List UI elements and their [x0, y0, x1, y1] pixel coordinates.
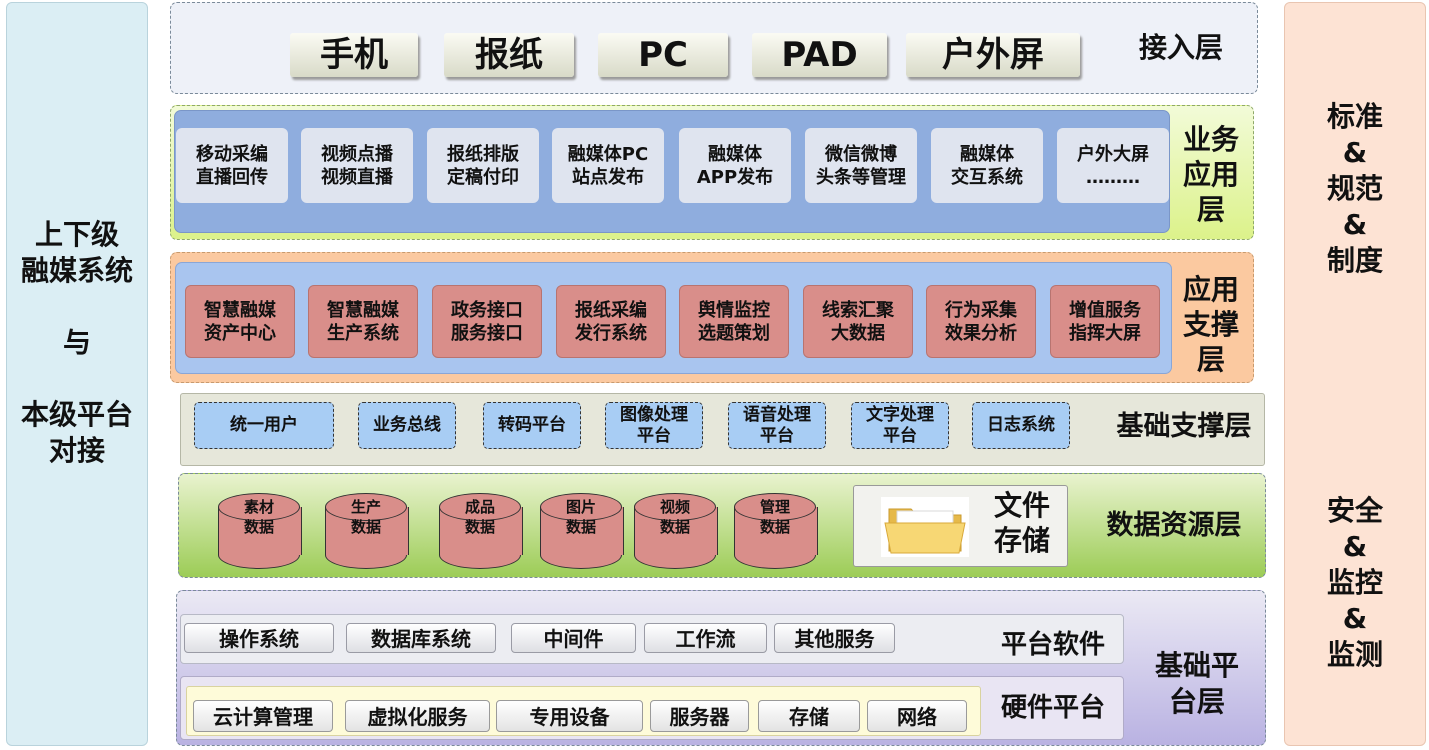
database-1: 素材数据: [218, 493, 302, 569]
left-panel-line3: 与: [62, 326, 91, 359]
base-item-7: 日志系统: [972, 402, 1070, 449]
hardware-item-2: 虚拟化服务: [345, 700, 490, 732]
right-panel-bottom-1: 安全: [1326, 494, 1383, 527]
hardware-item-3: 专用设备: [496, 700, 643, 732]
support-item-8: 增值服务指挥大屏: [1050, 285, 1160, 358]
business-layer-title: 业务应用层: [1182, 123, 1239, 226]
device-outdoor-screen: 户外屏: [906, 33, 1080, 77]
business-item-6: 微信微博头条等管理: [805, 128, 917, 203]
base-item-3: 转码平台: [483, 402, 581, 449]
support-item-6: 线索汇聚大数据: [803, 285, 913, 358]
base-item-1: 统一用户: [194, 402, 334, 449]
right-panel-bottom-3: 监控: [1326, 566, 1383, 599]
software-item-2: 数据库系统: [346, 623, 496, 653]
access-layer-title: 接入层: [1138, 31, 1223, 64]
hardware-item-6: 网络: [867, 700, 967, 732]
support-item-5: 舆情监控选题策划: [679, 285, 789, 358]
database-2: 生产数据: [325, 493, 409, 569]
file-storage-label: 文件存储: [993, 489, 1050, 557]
right-panel-top-3: 规范: [1326, 172, 1383, 205]
hardware-item-1: 云计算管理: [193, 700, 333, 732]
right-panel-bottom-5: 监测: [1326, 638, 1383, 671]
support-item-1: 智慧融媒资产中心: [185, 285, 295, 358]
left-panel-line4: 本级平台: [20, 398, 133, 431]
device-newspaper: 报纸: [444, 33, 574, 77]
left-panel-line2: 融媒系统: [20, 254, 133, 287]
business-item-2: 视频点播视频直播: [301, 128, 413, 203]
software-item-3: 中间件: [511, 623, 636, 653]
database-3: 成品数据: [439, 493, 523, 569]
software-item-1: 操作系统: [184, 623, 334, 653]
left-panel-line1: 上下级: [34, 218, 119, 251]
software-item-4: 工作流: [644, 623, 767, 653]
base-item-6: 文字处理平台: [851, 402, 949, 449]
folder-icon: [881, 497, 969, 557]
base-item-5: 语音处理平台: [728, 402, 826, 449]
left-panel-integration: 上下级 融媒系统 与 本级平台 对接: [6, 2, 148, 746]
database-6: 管理数据: [734, 493, 818, 569]
support-item-3: 政务接口服务接口: [432, 285, 542, 358]
right-panel-top-4: &: [1342, 208, 1368, 241]
business-item-8: 户外大屏………: [1057, 128, 1169, 203]
right-panel-standards-security: 标准 & 规范 & 制度 安全 & 监控 & 监测: [1284, 2, 1426, 746]
right-panel-bottom-2: &: [1342, 530, 1368, 563]
device-pad: PAD: [752, 33, 887, 77]
hardware-item-5: 存储: [758, 700, 860, 732]
right-panel-top-5: 制度: [1326, 244, 1383, 277]
database-4: 图片数据: [540, 493, 624, 569]
right-panel-top-1: 标准: [1326, 100, 1383, 133]
business-item-7: 融媒体交互系统: [931, 128, 1043, 203]
device-pc: PC: [598, 33, 728, 77]
support-item-2: 智慧融媒生产系统: [308, 285, 418, 358]
support-item-4: 报纸采编发行系统: [556, 285, 666, 358]
support-layer-title: 应用支撑层: [1182, 273, 1239, 376]
right-panel-bottom-4: &: [1342, 602, 1368, 635]
base-item-4: 图像处理平台: [605, 402, 703, 449]
platform-layer-title: 基础平台层: [1154, 649, 1239, 719]
base-item-2: 业务总线: [358, 402, 456, 449]
left-panel-line5: 对接: [48, 434, 105, 467]
hardware-title: 硬件平台: [1000, 693, 1105, 723]
device-phone: 手机: [290, 33, 418, 77]
base-support-layer: [180, 393, 1265, 466]
data-layer-title: 数据资源层: [1106, 510, 1242, 541]
software-item-5: 其他服务: [774, 623, 895, 653]
software-title: 平台软件: [1000, 630, 1105, 660]
business-item-3: 报纸排版定稿付印: [427, 128, 539, 203]
business-item-1: 移动采编直播回传: [176, 128, 288, 203]
base-support-layer-title: 基础支撑层: [1116, 411, 1252, 442]
right-panel-top-2: &: [1342, 136, 1368, 169]
database-5: 视频数据: [634, 493, 718, 569]
hardware-item-4: 服务器: [650, 700, 749, 732]
support-item-7: 行为采集效果分析: [926, 285, 1036, 358]
